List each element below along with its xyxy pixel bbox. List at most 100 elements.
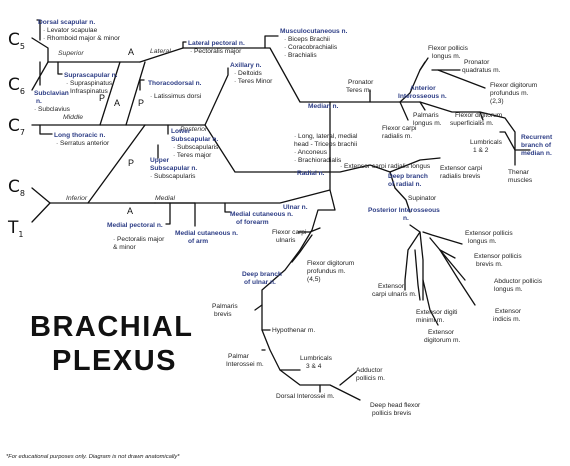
fcu-label-1: Flexor carpi: [272, 229, 307, 236]
pin-ecu-line: [404, 231, 421, 291]
medial-pectoral-muscle-1: · Pectoralis major: [113, 236, 165, 243]
posterior-cord-to-radial: [204, 124, 296, 173]
deep-radial-name-1: Deep branch: [388, 173, 428, 180]
division-anterior-3: A: [127, 206, 133, 216]
axillary-line: [204, 67, 229, 126]
palmaris-brevis-label-2: brevis: [214, 311, 232, 318]
fds-label-1: Flexor digitorum: [455, 112, 503, 119]
suprascapular-line: [57, 61, 63, 75]
musculocutaneous-muscle-3: · Brachialis: [284, 52, 317, 59]
musculocutaneous-name: Musculocutaneous n.: [280, 28, 348, 35]
pronator-teres-label-2: Teres m.: [346, 87, 371, 94]
ulnar-fdp-line: [291, 234, 313, 263]
fdp-ulnar-label-3: (4,5): [307, 276, 321, 283]
long-thoracic-name: Long thoracic n.: [54, 132, 105, 139]
adductor-pollicis-label-1: Adductor: [356, 367, 383, 374]
ecrb-label-1: Extensor carpi: [440, 165, 483, 172]
deep-radial-name-2: of radial n.: [388, 181, 422, 188]
pin-eip-line: [439, 249, 476, 306]
deep-ulnar-name-2: of ulnar n.: [244, 279, 276, 286]
lumbricals12-line: [499, 131, 516, 151]
pronator-teres-label-1: Pronator: [348, 79, 374, 86]
root-t1-line: [31, 202, 51, 223]
ulnar-adductor-line: [339, 371, 357, 386]
lower-subscapular-name-2: Subscapular n.: [171, 136, 218, 143]
division-posterior-3: P: [128, 158, 134, 168]
fdp-median-label-1: Flexor digitorum: [490, 82, 538, 89]
lumbricals12-label-1: Lumbricals: [470, 139, 503, 146]
musculocutaneous-line: [264, 35, 279, 49]
lumbricals12-label-2: 1 & 2: [473, 147, 489, 154]
superior-anterior-division: [139, 47, 184, 63]
fpl-top-label-2: longus m.: [432, 53, 461, 60]
median-distal-line: [419, 101, 516, 166]
root-c8-line: [31, 187, 51, 204]
cord-posterior-label: Posterior: [180, 126, 208, 133]
lateral-pectoral-name: Lateral pectoral n.: [188, 40, 245, 47]
radial-muscle-5-visible: · Extensor carpi radialis longus: [340, 163, 431, 170]
muscle-labels: Pronator Teres m. Flexor pollicis longus…: [212, 45, 543, 417]
footnote: *For educational purposes only. Diagram …: [6, 454, 180, 460]
anterior-interosseous-name-2: Interosseous n.: [398, 93, 447, 100]
cord-medial-label: Medial: [155, 195, 176, 202]
suprascapular-muscle-1: · Supraspinatus: [66, 80, 113, 87]
lower-subscapular-muscle-1: · Subscapularis: [173, 144, 219, 151]
lower-subscapular-muscle-2: · Teres major: [173, 152, 212, 159]
musculocutaneous-muscle-2: · Coracobrachialis: [284, 44, 338, 51]
fpl-top-label-1: Flexor pollicis: [428, 45, 469, 52]
title-block: BRACHIAL PLEXUS: [30, 311, 193, 377]
dorsal-scapular-muscle-2: · Rhomboid major & minor: [43, 35, 121, 42]
trunk-superior-label: Superior: [58, 50, 84, 57]
lower-subscapular-name-1: Lower: [171, 128, 191, 135]
deep-branch-radial-line: [389, 171, 411, 213]
median-palmaris-line: [419, 101, 426, 111]
title-line-2: PLEXUS: [52, 345, 177, 377]
root-c5-line: [31, 37, 49, 63]
median-fds-line: [479, 111, 484, 121]
apl-label-2: longus m.: [494, 286, 523, 293]
medial-cut-forearm-name-2: of forearm: [236, 219, 269, 226]
ed-label-1: Extensor: [428, 329, 455, 336]
epl-label-2: longus m.: [468, 238, 497, 245]
fcr-label-2: radialis m.: [382, 133, 412, 140]
musculocutaneous-muscle-1: · Biceps Brachii: [284, 36, 330, 43]
epl-label-1: Extensor pollicis: [465, 230, 513, 237]
root-t1: T1: [7, 218, 23, 239]
fdp-ulnar-label-2: profundus m.: [307, 268, 346, 275]
division-anterior-2: A: [114, 98, 120, 108]
inferior-posterior-division: [87, 124, 146, 204]
long-thoracic-line: [39, 124, 53, 135]
deep-ulnar-name-1: Deep branch: [242, 271, 282, 278]
dorsal-scapular-name: Dorsal scapular n.: [38, 19, 95, 26]
lateral-pectoral-muscle-1: · Pectoralis major: [190, 48, 242, 55]
lateral-pectoral-line: [182, 41, 187, 49]
medial-pectoral-muscle-2: & minor: [113, 244, 137, 251]
medial-cut-arm-name-1: Medial cutaneous n.: [175, 230, 238, 237]
radial-muscle-2: head - Triceps brachii: [294, 141, 358, 148]
pin-apl-line: [439, 249, 466, 281]
epb-label-1: Extensor pollicis: [474, 253, 522, 260]
lateral-cord-line: [182, 47, 331, 103]
median-fcr-line: [399, 101, 409, 121]
long-thoracic-muscle-1: · Serratus anterior: [56, 140, 110, 147]
posterior-interosseous-name-2: n.: [403, 215, 409, 222]
pin-epl-line: [422, 231, 463, 245]
thenar-label-2: muscles: [508, 177, 533, 184]
hypothenar-label: Hypothenar m.: [272, 327, 315, 334]
medial-pectoral-name: Medial pectoral n.: [107, 222, 163, 229]
epb-label-2: brevis m.: [476, 261, 503, 268]
ulnar-fcu-line: [297, 227, 321, 233]
radial-name: Radial n.: [297, 170, 325, 177]
subclavian-muscle-1: · Subclavius: [34, 106, 71, 113]
palmaris-brevis-label-1: Palmaris: [212, 303, 238, 310]
dorsal-scapular-line: [36, 19, 41, 41]
nerve-lines: [31, 19, 531, 401]
median-name: Median n.: [308, 103, 339, 110]
anterior-interosseous-name-1: Anterior: [410, 85, 436, 92]
recurrent-median-name-1: Recurrent: [521, 134, 553, 141]
suprascapular-muscle-2: · Infraspinatus: [66, 88, 108, 95]
root-c8: C8: [8, 177, 25, 198]
title-line-1: BRACHIAL: [30, 311, 193, 343]
thenar-label-1: Thenar: [508, 169, 530, 176]
superior-posterior-division: [99, 61, 121, 126]
